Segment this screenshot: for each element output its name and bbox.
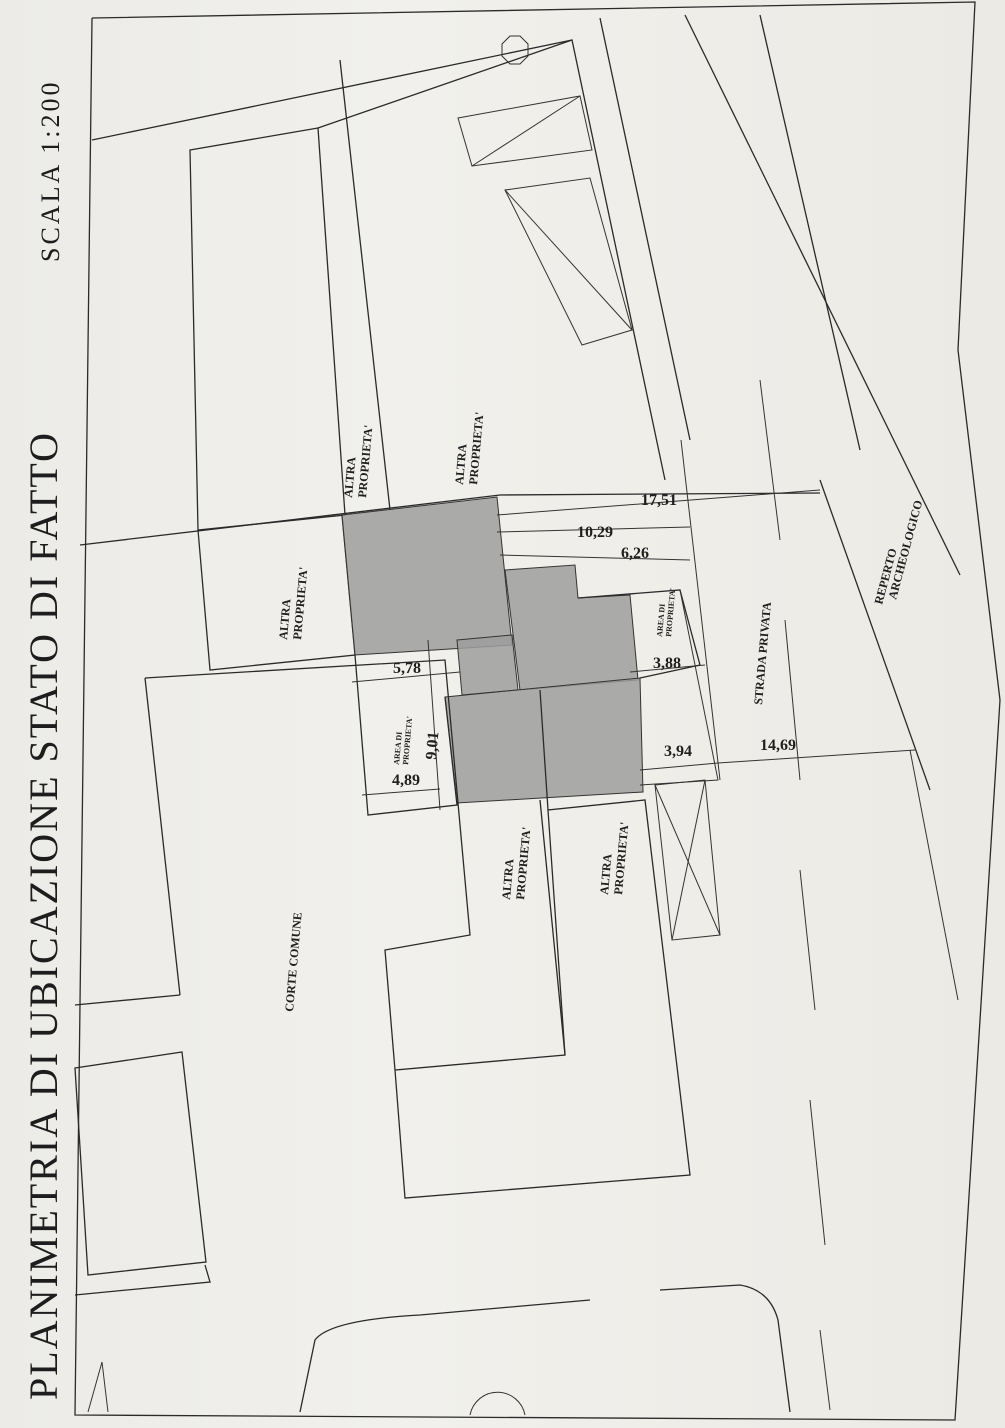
dimension-lines (351, 439, 916, 811)
dimension-14-69: 14,69 (760, 737, 796, 754)
dimension-6-26: 6,26 (621, 545, 649, 562)
label-area-proprieta-2b: PROPRIETA' (664, 588, 677, 637)
dimension-4-89: 4,89 (392, 772, 420, 789)
road-line-3 (599, 17, 691, 441)
altra-lower-divider-2 (539, 799, 566, 1056)
area-proprieta-left (354, 654, 458, 816)
corte-bottom-left (74, 994, 181, 1006)
label-altra-proprieta-5a: ALTRA (597, 853, 615, 895)
label-area-proprieta-1a: AREA DI (392, 731, 404, 765)
label-altra-proprieta-2a: ALTRA (452, 443, 470, 485)
marker-octagon (501, 35, 529, 65)
hatched-box-d1 (654, 784, 721, 936)
area-proprieta-right (577, 589, 701, 679)
dimension-10-29: 10,29 (577, 524, 613, 541)
structure-top-2-diag (504, 189, 633, 331)
label-corte-comune: CORTE COMUNE (282, 911, 305, 1012)
structure-top-1 (457, 95, 593, 167)
road-dash-4 (809, 1099, 826, 1246)
road-dash-3 (799, 869, 816, 1011)
structure-top-1-diag (471, 95, 581, 167)
bottom-left-corner (87, 1361, 109, 1413)
bottom-semicircle (469, 1391, 526, 1416)
label-altra-proprieta-4b: PROPRIETA' (513, 826, 533, 900)
label-area-proprieta-2a: AREA DI (655, 603, 667, 637)
label-altra-proprieta-2b: PROPRIETA' (466, 411, 486, 485)
label-altra-proprieta-1b: PROPRIETA' (355, 424, 375, 498)
row-line-a (79, 494, 501, 546)
corte-left-edge (144, 677, 181, 996)
sheet-border (74, 1, 1001, 1421)
block-bottom-left (74, 1051, 207, 1276)
label-altra-proprieta-1a: ALTRA (341, 456, 359, 498)
road-dash-5 (819, 1329, 831, 1411)
hatched-box-d2 (671, 779, 706, 941)
road-line-2 (759, 14, 861, 451)
road-edge-right (909, 749, 959, 1001)
label-strada-privata: STRADA PRIVATA (751, 601, 774, 705)
area-right-border (639, 589, 719, 786)
dimension-3-88: 3,88 (653, 655, 681, 672)
boundary-top (91, 39, 573, 141)
label-altra-proprieta-4a: ALTRA (499, 858, 517, 900)
label-altra-proprieta-5b: PROPRIETA' (611, 821, 631, 895)
label-altra-proprieta-3a: ALTRA (276, 598, 294, 640)
boundary-upper-row (317, 39, 666, 481)
road-dash-2 (784, 619, 801, 781)
lower-left-outline (74, 1264, 211, 1296)
altra-lower-divider (539, 689, 549, 811)
label-altra-proprieta-3b: PROPRIETA' (290, 566, 310, 640)
bottom-curve (299, 1284, 791, 1413)
divider-altra (339, 59, 391, 511)
dimension-5-78: 5,78 (393, 660, 421, 677)
dimension-17-51: 17,51 (641, 492, 677, 509)
road-line-4 (819, 479, 931, 791)
dimension-9-01: 9,01 (423, 731, 442, 760)
dimension-3-94: 3,94 (664, 743, 692, 760)
label-area-proprieta-1b: PROPRIETA' (401, 716, 414, 765)
road-line-1 (684, 14, 961, 576)
road-dash-1 (759, 379, 781, 541)
row-line-b (499, 492, 821, 496)
